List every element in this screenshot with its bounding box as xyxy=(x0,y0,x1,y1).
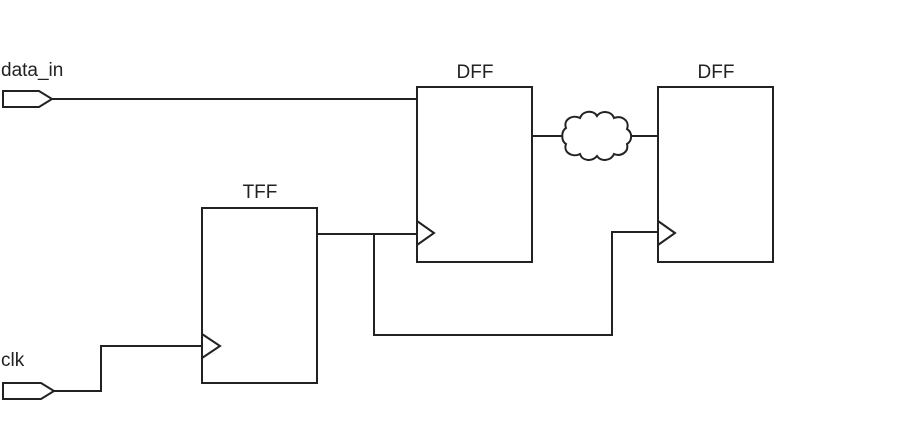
data-in-label: data_in xyxy=(1,60,63,81)
logic-cloud-icon xyxy=(561,110,633,161)
dff2-clock-triangle-icon xyxy=(657,220,677,246)
tff-label: TFF xyxy=(243,182,278,203)
dff1-clock-triangle-icon xyxy=(416,220,436,246)
clk-label: clk xyxy=(1,350,25,371)
dff1-block xyxy=(416,86,533,263)
tff-clock-triangle-icon xyxy=(201,333,222,359)
clk-port-icon xyxy=(2,382,56,400)
data-in-port-icon xyxy=(2,90,54,108)
dff2-block xyxy=(657,86,774,263)
tff-block xyxy=(201,207,318,384)
clock-branch-wire xyxy=(373,231,658,336)
dff2-label: DFF xyxy=(698,62,735,83)
clk-wire xyxy=(54,345,202,392)
dff1-label: DFF xyxy=(457,62,494,83)
